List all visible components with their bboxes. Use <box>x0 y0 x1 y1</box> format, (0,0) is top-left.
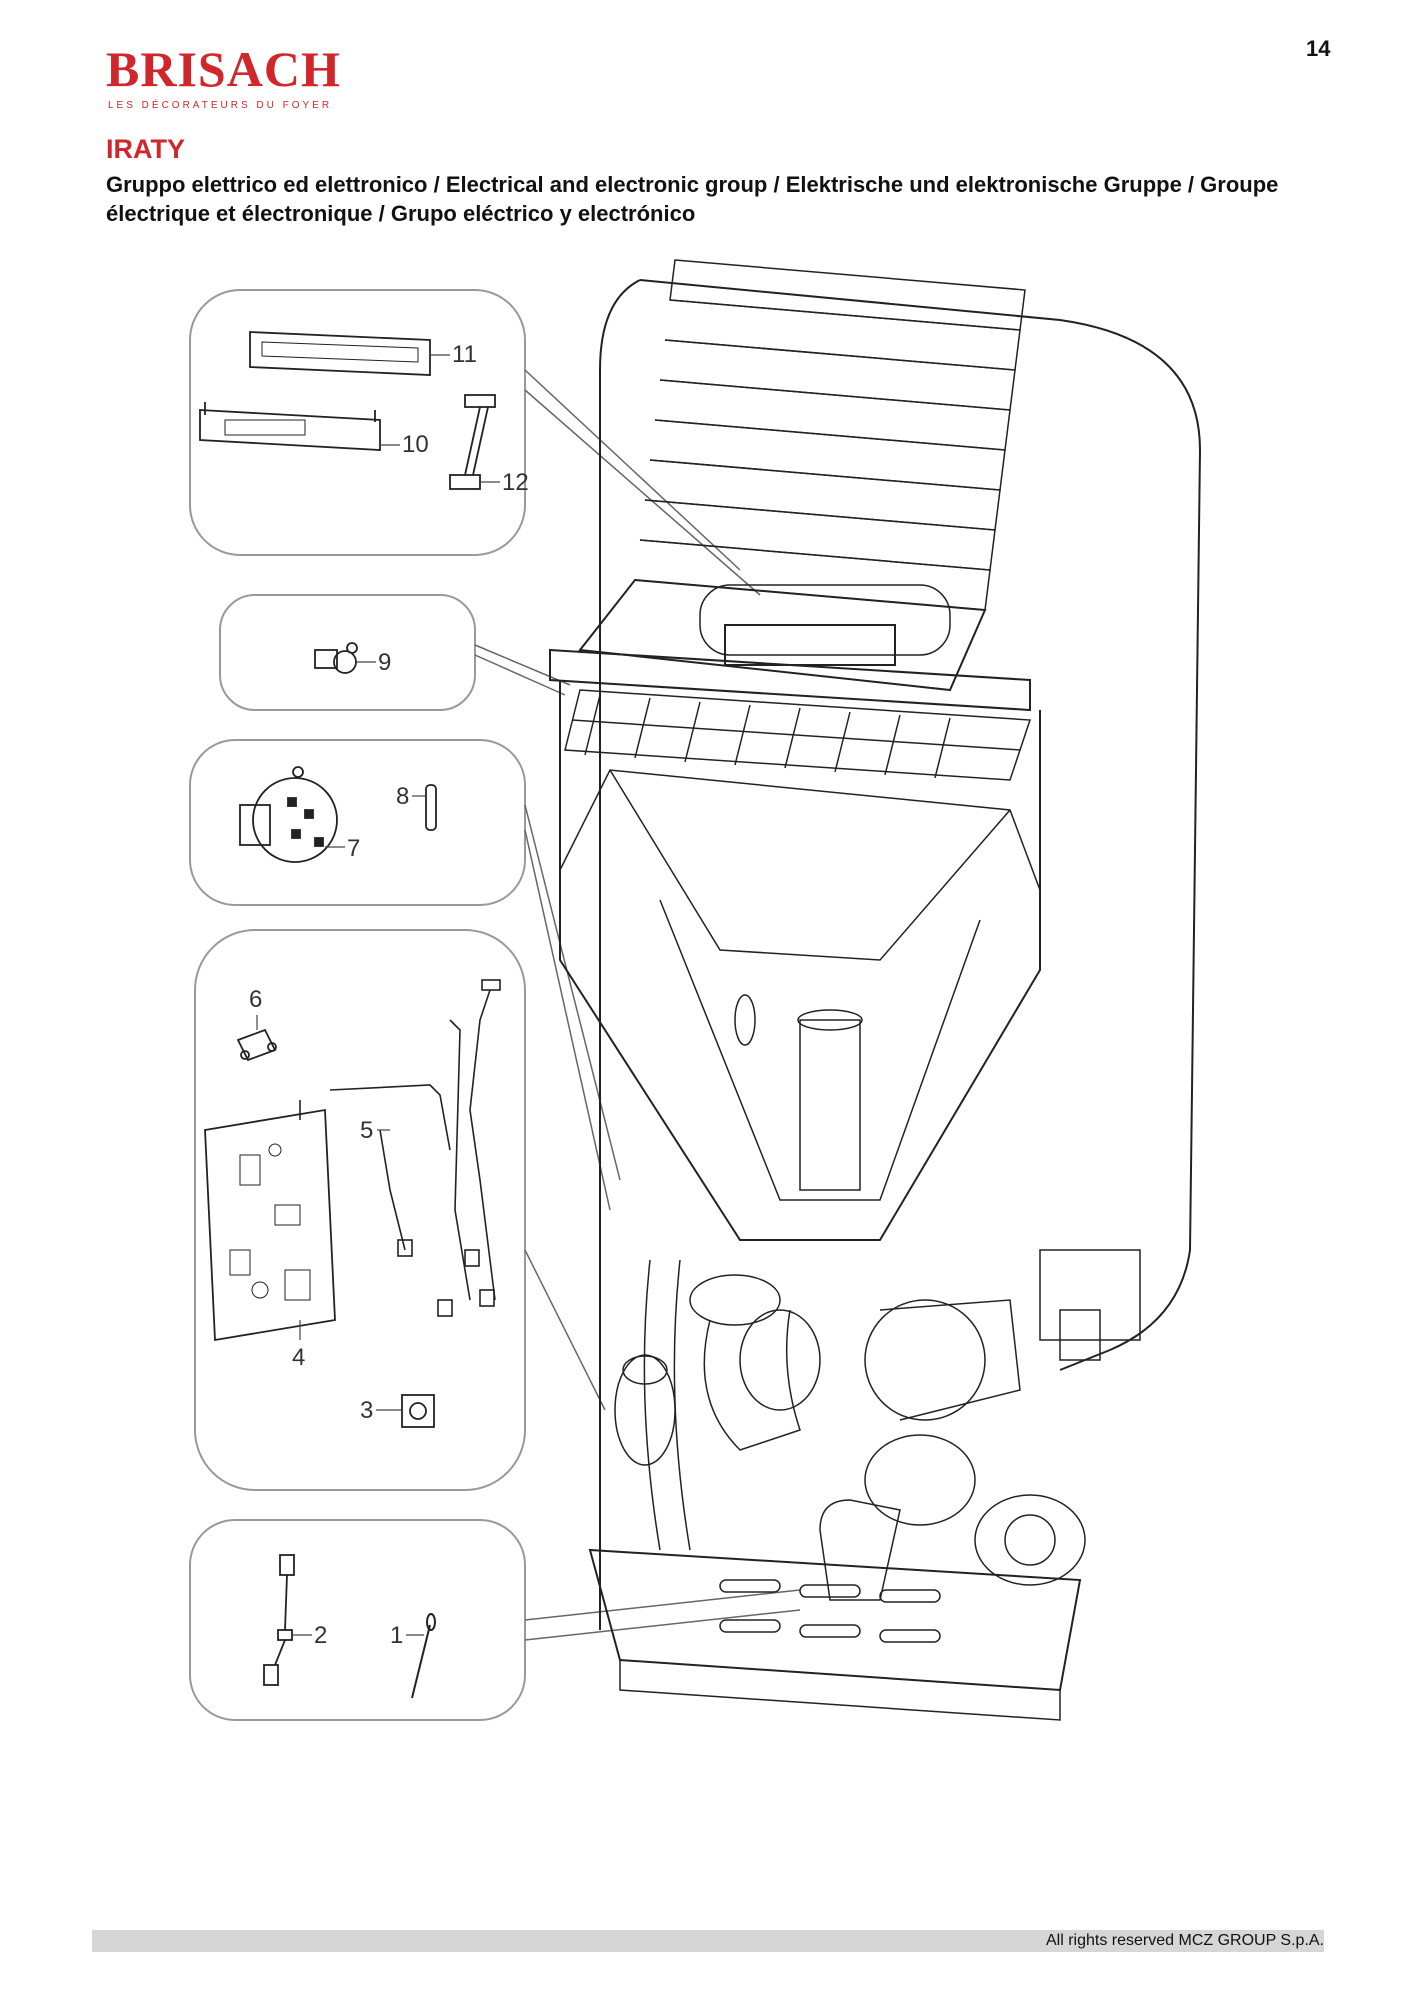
part-9-safety-thermostat <box>314 642 358 674</box>
callout-2: 2 <box>314 1622 327 1649</box>
part-7-pressure-switch <box>239 766 338 863</box>
detail-panel-electronics <box>194 929 526 1491</box>
callout-10: 10 <box>402 431 429 458</box>
callout-3: 3 <box>360 1397 373 1424</box>
group-title: Gruppo elettrico ed elettronico / Electr… <box>106 172 1279 226</box>
footer-bar <box>92 1930 1324 1952</box>
part-1-temperature-probe <box>411 1613 436 1699</box>
flexible-hose <box>614 1259 691 1551</box>
detail-panel-display <box>189 289 526 556</box>
extraction-fan <box>689 1274 1086 1601</box>
callout-12: 12 <box>502 469 529 496</box>
stove-assembly <box>549 259 1202 1721</box>
brand-logo: BRISACH LES DÉCORATEURS DU FOYER <box>104 40 364 116</box>
footer-copyright: All rights reserved MCZ GROUP S.p.A. <box>1046 1932 1324 1949</box>
part-11-display-frame <box>249 331 431 376</box>
callout-8: 8 <box>396 783 409 810</box>
callout-5: 5 <box>360 1117 373 1144</box>
part-8-fuse <box>425 784 437 831</box>
detail-panel-pressure <box>189 739 526 906</box>
callout-7: 7 <box>347 835 360 862</box>
brand-logo-wordmark: BRISACH <box>106 41 341 97</box>
page-number: 14 <box>1306 36 1331 61</box>
part-12-ribbon-cable <box>449 394 496 490</box>
callout-11: 11 <box>452 341 477 368</box>
part-10-display-board <box>199 402 381 451</box>
callout-1: 1 <box>390 1622 403 1649</box>
part-5-wiring-harness <box>299 979 501 1317</box>
exploded-diagram: 11 10 12 9 8 7 6 5 4 3 2 1 <box>189 259 1202 1721</box>
detail-panel-sensors <box>189 1519 526 1721</box>
detail-panel-fuse <box>219 594 476 711</box>
display-panel <box>724 624 896 666</box>
part-4-motherboard <box>204 1108 336 1342</box>
leader-lines <box>474 369 801 1641</box>
model-title: IRATY <box>106 134 185 164</box>
callout-9: 9 <box>378 649 391 676</box>
brand-logo-tagline: LES DÉCORATEURS DU FOYER <box>108 100 333 111</box>
callout-6: 6 <box>249 986 262 1013</box>
grate <box>564 689 1032 781</box>
part-3-switch <box>401 1394 435 1428</box>
callout-4: 4 <box>292 1344 305 1371</box>
part-6-connector <box>236 1028 277 1062</box>
part-2-probe-cable <box>263 1554 295 1686</box>
